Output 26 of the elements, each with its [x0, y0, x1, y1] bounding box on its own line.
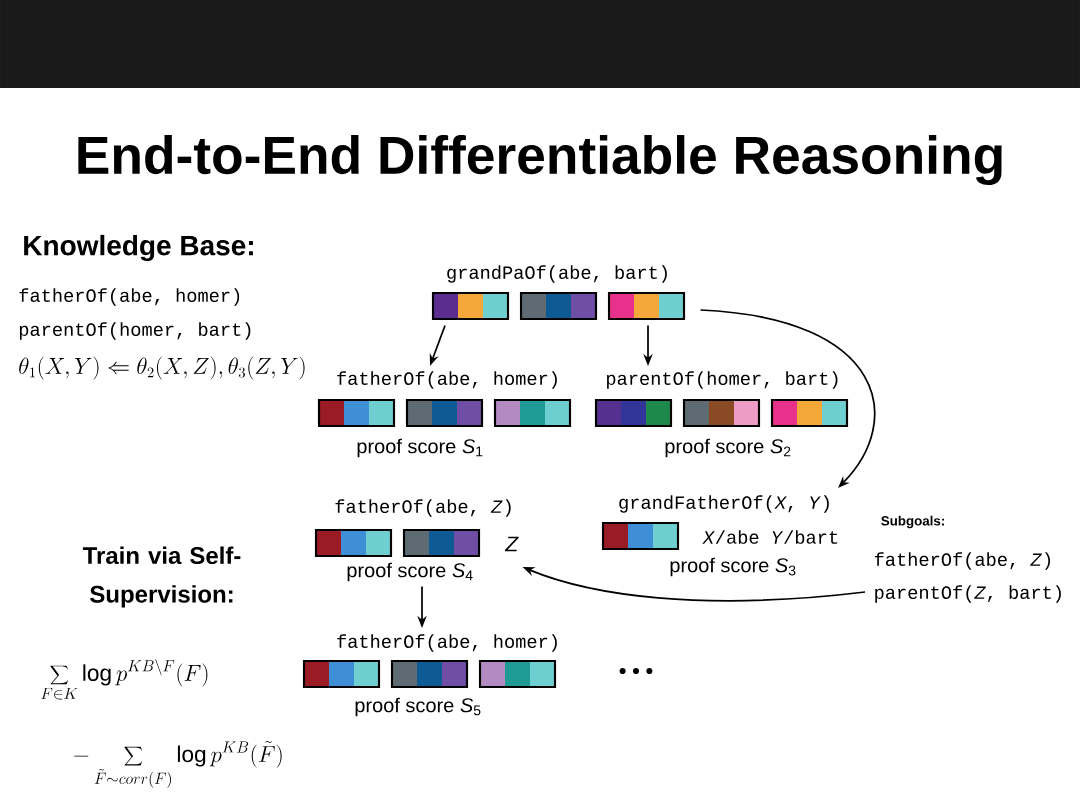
heading-label: Subgoals:	[881, 515, 944, 529]
score-label: proof score S$_{2}$	[665, 438, 791, 458]
fact-label: X/abe Y/bart	[702, 530, 838, 544]
ellipsis: • • •	[619, 667, 653, 675]
diagram-title: End-to-End Differentiable Reasoning	[78, 135, 1002, 185]
fact-label: parentOf(homer, bart)	[607, 371, 838, 389]
fact-label: fatherOf(abe, Z)	[874, 552, 1051, 570]
score-label: proof score S$_{4}$	[347, 562, 473, 582]
section-heading: Train via Self-Supervision:	[82, 546, 241, 608]
fact-label: fatherOf(abe, homer)	[337, 371, 557, 389]
loss-formula: $-\sum_{\tilde{F}\sim corr(F)}\log p^{KB}(\tilde{F})$	[74, 740, 282, 788]
fact-label: parentOf(homer, bart)	[19, 322, 251, 340]
score-label: proof score S$_{1}$	[357, 438, 483, 458]
section-heading: Knowledge Base:	[24, 234, 253, 262]
score-label: proof score S$_{3}$	[670, 557, 796, 577]
fact-label: grandPaOf(abe, bart)	[447, 265, 667, 283]
fact-label: grandFatherOf(X, Y)	[619, 495, 829, 513]
fact-label: parentOf(Z, bart)	[875, 585, 1061, 603]
arrow	[699, 309, 876, 488]
variable-label: Z	[504, 536, 519, 552]
score-label: proof score S$_{5}$	[355, 697, 481, 717]
fact-label: fatherOf(abe, Z)	[335, 499, 511, 517]
loss-formula: $\sum_{F\in K}\log p^{KB\setminus F}(F)$	[41, 659, 208, 700]
fact-label: fatherOf(abe, homer)	[19, 288, 240, 306]
rule-formula: $\theta_1(X,Y)\Leftarrow\theta_2(X,Z),\theta_3(Z,Y)$	[19, 356, 305, 380]
fact-label: fatherOf(abe, homer)	[337, 634, 557, 652]
